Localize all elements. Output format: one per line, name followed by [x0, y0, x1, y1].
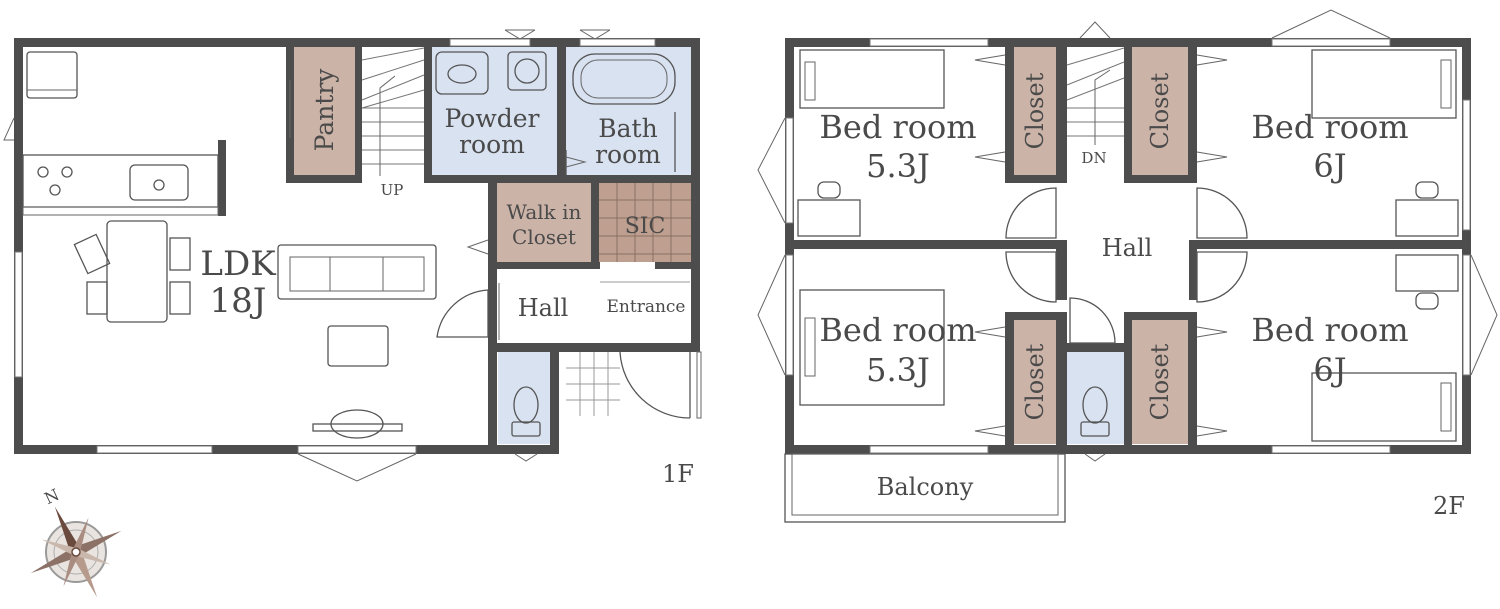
sofa: [277, 244, 437, 300]
bedroom-sw-size: 5.3J: [866, 351, 930, 389]
powder-room-label: Powder: [444, 104, 539, 133]
coffee-table: [327, 325, 389, 367]
sic-fill: [599, 182, 691, 262]
bed-icon: [799, 289, 945, 406]
sic-label: SIC: [625, 214, 666, 239]
bath-room-label: Bath: [598, 114, 657, 143]
toilet-icon: [513, 386, 539, 424]
balcony-label: Balcony: [877, 473, 974, 501]
closet-label: Closet: [1146, 72, 1174, 149]
desk-icon: [797, 199, 861, 237]
floor-2-plan: [757, 9, 1498, 523]
bedroom-se-label: Bed room: [1251, 311, 1408, 349]
closet-fill: [1132, 47, 1188, 175]
ldk-size-label: 18J: [210, 281, 267, 321]
closet-fill: [1014, 47, 1056, 175]
washing-machine-icon: [507, 51, 547, 91]
bath-room-label-2: room: [595, 140, 661, 169]
hall-1f-label: Hall: [518, 294, 569, 322]
pantry-fill: [292, 47, 355, 177]
dining-chair: [73, 233, 111, 275]
desk-icon: [1395, 254, 1459, 292]
stairs-dn-label: DN: [1081, 149, 1106, 167]
bedroom-door: [1196, 251, 1248, 303]
toilet-door: [1069, 297, 1116, 344]
walk-in-closet-label-2: Closet: [512, 225, 576, 249]
bath-room-fill: [566, 47, 693, 175]
entrance-door: [619, 351, 691, 419]
toilet-1f-fill: [498, 352, 553, 444]
bedroom-sw-label: Bed room: [819, 311, 976, 349]
hall-2f-label: Hall: [1102, 234, 1153, 262]
stairs-up-label: UP: [381, 181, 404, 199]
toilet-icon: [1082, 386, 1108, 424]
compass-rose-icon: [30, 506, 122, 598]
bedroom-door: [1005, 251, 1057, 303]
floor-1-label: 1F: [662, 460, 694, 488]
closet-fill: [1132, 320, 1188, 444]
bedroom-ne-label: Bed room: [1251, 108, 1408, 146]
toilet-2f-fill: [1067, 352, 1124, 444]
powder-room-fill: [432, 47, 557, 175]
tv-stand: [312, 423, 403, 432]
ldk-label: LDK: [200, 244, 276, 284]
bedroom-se-size: 6J: [1313, 351, 1346, 389]
bedroom-nw-size: 5.3J: [866, 147, 930, 185]
dining-table: [106, 220, 168, 323]
tv-icon: [330, 409, 384, 439]
sic-tiles: [599, 182, 691, 262]
dining-chair: [169, 237, 191, 271]
hall-door: [436, 289, 489, 338]
bedroom-door: [1196, 187, 1248, 239]
entrance-tiles: [566, 281, 690, 416]
bed-icon: [1311, 49, 1457, 119]
dining-chair: [169, 281, 191, 315]
entrance-label: Entrance: [607, 297, 686, 317]
closet-label: Closet: [1021, 72, 1049, 149]
kitchen-counter: [22, 154, 219, 208]
closet-label: Closet: [1021, 343, 1049, 420]
stairs-1f: [361, 47, 425, 176]
closet-label: Closet: [1146, 343, 1174, 420]
floor-1-plan: [3, 29, 702, 482]
bedroom-nw-label: Bed room: [819, 108, 976, 146]
washbasin-icon: [435, 51, 489, 95]
floor-2-label: 2F: [1433, 492, 1465, 520]
walk-in-closet-label: Walk in: [507, 200, 582, 224]
bed-icon: [1311, 372, 1457, 442]
desk-icon: [1395, 199, 1459, 237]
dining-chair: [86, 281, 108, 315]
bedroom-door: [1005, 187, 1057, 239]
fridge: [26, 51, 78, 99]
compass-north-label: N: [41, 485, 62, 508]
bed-icon: [799, 49, 945, 109]
walk-in-closet-fill: [497, 182, 591, 262]
stove-icon: [37, 166, 73, 196]
pantry-label: Pantry: [310, 68, 339, 152]
bedroom-ne-size: 6J: [1313, 147, 1346, 185]
closet-fill: [1014, 320, 1056, 444]
sink-icon: [129, 164, 189, 201]
powder-room-label-2: room: [459, 130, 525, 159]
bathtub-icon: [572, 53, 676, 105]
